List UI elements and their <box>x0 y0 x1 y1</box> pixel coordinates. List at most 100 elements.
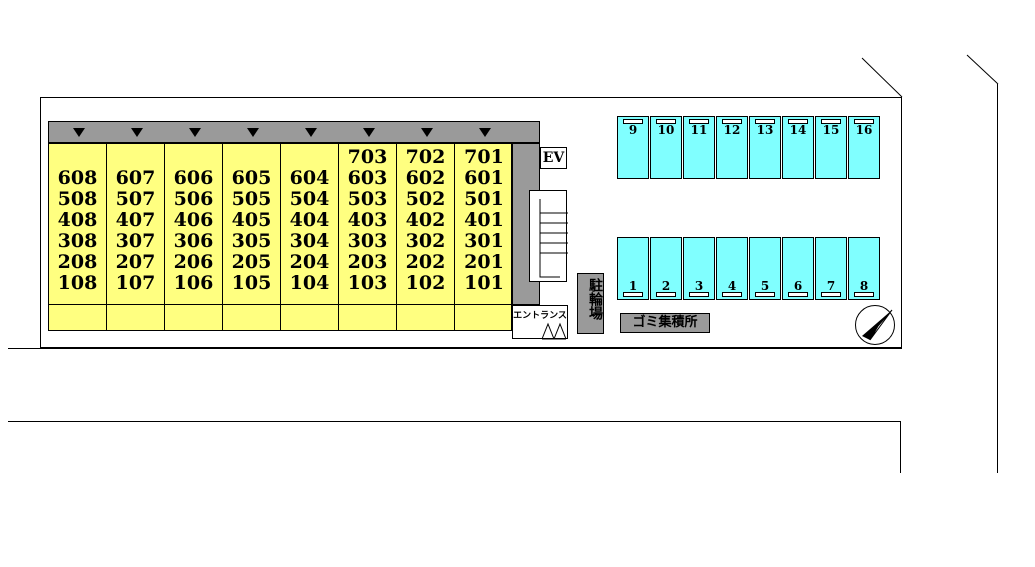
unit-number: 507 <box>115 188 156 210</box>
unit-number: 307 <box>115 230 156 252</box>
parking-space-number: 12 <box>723 123 741 137</box>
unit-number: 602 <box>405 167 446 189</box>
road-line-far-right <box>997 84 998 473</box>
unit-number: 701 <box>464 146 504 168</box>
parking-space: 6 <box>782 237 814 300</box>
unit-number: 406 <box>173 209 214 231</box>
unit-number: 408 <box>57 209 98 231</box>
parking-space: 11 <box>683 116 715 179</box>
parking-space: 8 <box>848 237 880 300</box>
unit-number: 102 <box>405 272 446 294</box>
unit-number: 605 <box>231 167 272 189</box>
parking-space-number: 14 <box>789 123 807 137</box>
unit-number: 402 <box>405 209 446 231</box>
wheel-stop <box>755 119 775 124</box>
entrance-door-icon <box>541 322 567 340</box>
wheel-stop <box>722 119 742 124</box>
unit-number: 207 <box>115 251 156 273</box>
wheel-stop <box>656 292 676 297</box>
parking-space-number: 16 <box>855 123 873 137</box>
parking-space-number: 2 <box>661 279 671 293</box>
wheel-stop <box>854 119 874 124</box>
wheel-stop <box>755 292 775 297</box>
unit-number: 703 <box>347 146 388 168</box>
bicycle-parking: 駐輪場 <box>577 273 604 334</box>
parking-space: 14 <box>782 116 814 179</box>
corridor-arrow-icon <box>421 128 433 137</box>
corridor-arrow-icon <box>363 128 375 137</box>
staircase <box>529 190 568 282</box>
wheel-stop <box>821 119 841 124</box>
wheel-stop <box>623 119 643 124</box>
corridor-arrow-icon <box>305 128 317 137</box>
parking-space-number: 3 <box>694 279 704 293</box>
unit-number: 301 <box>464 230 504 252</box>
unit-number: 304 <box>289 230 330 252</box>
stairs-icon <box>539 199 568 278</box>
parking-space: 1 <box>617 237 649 300</box>
unit-number: 506 <box>173 188 214 210</box>
parking-space: 13 <box>749 116 781 179</box>
unit-number: 104 <box>289 272 330 294</box>
road-line-top <box>8 348 902 349</box>
unit-number: 305 <box>231 230 272 252</box>
unit-number: 206 <box>173 251 214 273</box>
parking-space-number: 8 <box>859 279 869 293</box>
corridor-arrow-icon <box>189 128 201 137</box>
unit-number: 204 <box>289 251 330 273</box>
unit-number: 608 <box>57 167 98 189</box>
unit-number: 105 <box>231 272 272 294</box>
wheel-stop <box>854 292 874 297</box>
parking-space: 7 <box>815 237 847 300</box>
unit-number: 203 <box>347 251 388 273</box>
parking-space-number: 13 <box>756 123 774 137</box>
unit-number: 306 <box>173 230 214 252</box>
unit-number: 601 <box>464 167 504 189</box>
parking-space: 12 <box>716 116 748 179</box>
unit-number: 106 <box>173 272 214 294</box>
parking-space: 4 <box>716 237 748 300</box>
unit-number: 401 <box>464 209 504 231</box>
entrance-label: エントランス <box>513 311 567 321</box>
unit-number: 202 <box>405 251 446 273</box>
unit-number: 101 <box>464 272 504 294</box>
wheel-stop <box>689 292 709 297</box>
unit-number: 508 <box>57 188 98 210</box>
parking-space: 9 <box>617 116 649 179</box>
unit-number: 302 <box>405 230 446 252</box>
elevator-label: EV <box>540 147 567 169</box>
unit-number: 107 <box>115 272 156 294</box>
ground-floor-space <box>281 304 339 331</box>
wheel-stop <box>788 292 808 297</box>
parking-space-number: 5 <box>760 279 770 293</box>
unit-number: 308 <box>57 230 98 252</box>
unit-number: 201 <box>464 251 504 273</box>
parking-space: 2 <box>650 237 682 300</box>
ground-floor-space <box>223 304 281 331</box>
unit-number: 103 <box>347 272 388 294</box>
parking-space: 10 <box>650 116 682 179</box>
corridor-arrow-icon <box>73 128 85 137</box>
unit-number: 501 <box>464 188 504 210</box>
unit-number: 505 <box>231 188 272 210</box>
parking-space-number: 7 <box>826 279 836 293</box>
garbage-collection-area: ゴミ集積所 <box>620 313 710 333</box>
parking-space-number: 1 <box>628 279 638 293</box>
unit-number: 603 <box>347 167 388 189</box>
ground-floor-space <box>455 304 513 331</box>
wheel-stop <box>656 119 676 124</box>
parking-space-number: 15 <box>822 123 840 137</box>
parking-space-number: 6 <box>793 279 803 293</box>
parking-space: 16 <box>848 116 880 179</box>
unit-number: 702 <box>405 146 446 168</box>
parking-space-number: 11 <box>690 123 708 137</box>
road-line-right-stub <box>900 421 901 473</box>
unit-number: 108 <box>57 272 98 294</box>
unit-number: 403 <box>347 209 388 231</box>
unit-number: 208 <box>57 251 98 273</box>
